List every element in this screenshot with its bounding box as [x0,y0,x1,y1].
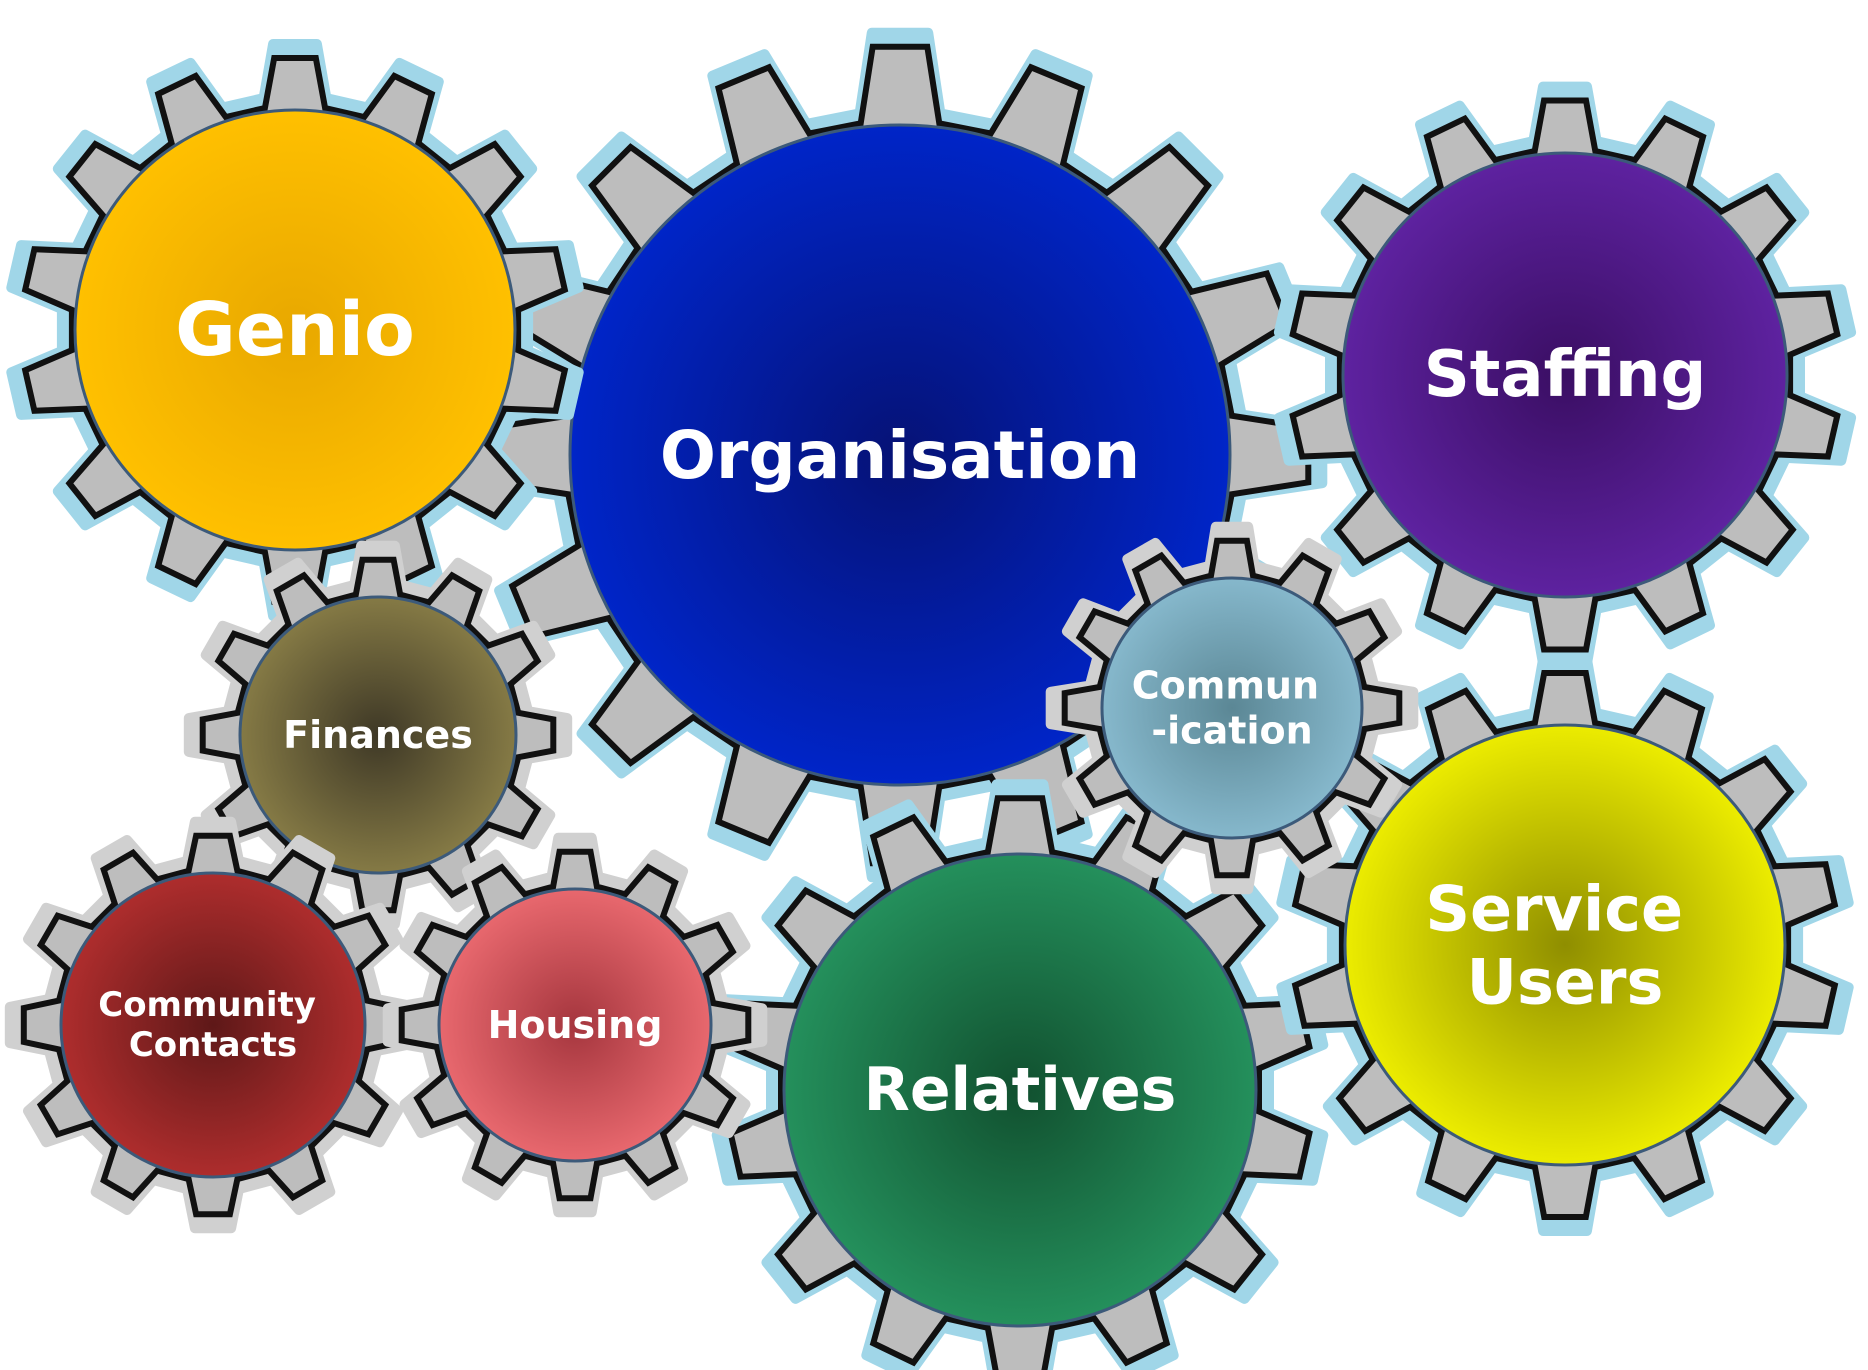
gear-label-communication: Commun -ication [1132,664,1333,753]
gear-face-community-contacts [59,871,367,1179]
gear-service-users: Service Users [1276,654,1854,1236]
gear-label-line: Genio [175,287,415,373]
gear-face-communication [1100,576,1364,840]
gear-face-relatives [782,852,1258,1328]
gear-label-line: Users [1467,945,1664,1018]
gear-label-genio: Genio [175,287,415,373]
gear-label-line: Staffing [1424,338,1707,412]
gear-label-community-contacts: Community Contacts [98,985,328,1065]
gear-housing: Housing [382,832,768,1218]
gear-face-service-users [1343,723,1787,1167]
gear-label-line: Housing [488,1003,663,1047]
gear-label-staffing: Staffing [1424,338,1707,412]
gear-label-housing: Housing [488,1003,663,1047]
gear-genio: Genio [6,39,584,621]
gear-label-service-users: Service Users [1425,872,1704,1018]
gear-label-line: Commun [1132,664,1319,708]
gear-face-genio [73,108,517,552]
gear-label-organisation: Organisation [660,417,1140,494]
gear-communication: Commun -ication [1045,521,1419,895]
gear-label-line: -ication [1151,708,1312,752]
gear-label-finances: Finances [283,713,473,757]
gear-face-staffing [1341,151,1789,599]
gear-community-contacts: Community Contacts [4,816,422,1234]
gear-staffing: Staffing [1273,81,1857,669]
gear-relatives: Relatives [711,779,1329,1370]
gear-label-line: Service [1425,872,1683,945]
gear-label-line: Finances [283,713,473,757]
gear-label-line: Relatives [864,1055,1177,1125]
gear-finances: Finances [183,540,573,930]
gear-label-line: Contacts [129,1025,297,1065]
gear-label-relatives: Relatives [864,1055,1177,1125]
gear-face-finances [238,595,518,875]
gear-face-housing [437,887,713,1163]
gear-label-line: Organisation [660,417,1140,494]
gear-face-organisation [568,123,1232,787]
gear-label-line: Community [98,985,316,1025]
